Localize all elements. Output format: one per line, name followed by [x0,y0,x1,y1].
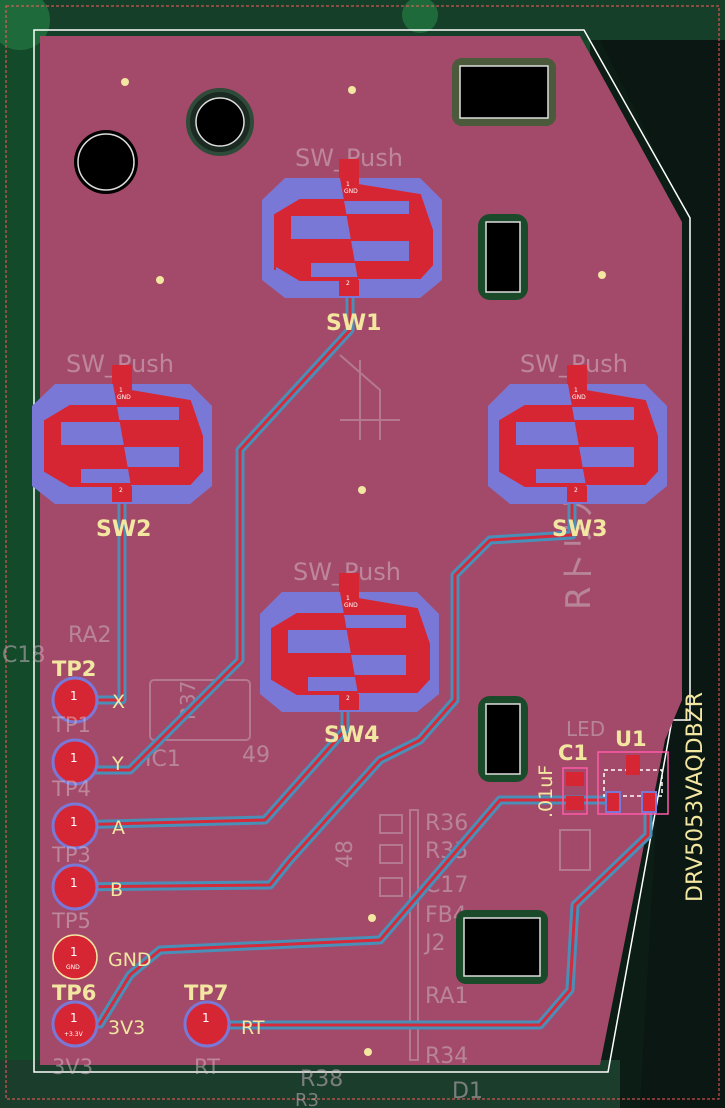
vias [121,78,606,1056]
connector-slots [452,58,556,984]
sw4-pin1-net: GND [344,602,358,609]
switch-sw1[interactable]: SW_Push 1 GND 2 SW1 [262,144,442,336]
sw4-pin2-number: 2 [346,695,350,702]
tp7-net-label: RT [241,1017,265,1039]
sw4-pin1-number: 1 [346,595,350,602]
r3-label: R3 [295,1090,319,1108]
test-point-a[interactable]: 1 A TP3 [51,802,125,867]
tp1-pad-number: 1 [70,751,78,765]
switch-sw4[interactable]: SW_Push 1 GND 2 SW4 [260,558,439,748]
sw3-pin2-number: 2 [574,487,578,494]
ra1-label: RA1 [425,984,468,1009]
sw2-pin2-number: 2 [119,487,123,494]
tp4-net-label: A [112,817,125,839]
u1-value: DRV5053VAQDBZR [683,692,708,902]
tp2-pad-number: 1 [70,689,78,703]
sw1-pin1-number: 1 [346,181,350,188]
tp3-net-label: B [110,879,123,901]
sw2-pin1-number: 1 [119,387,123,394]
tp6-back-label: 3V3 [52,1055,93,1079]
tp6-net-label: 3V3 [108,1017,145,1039]
d1-label: D1 [452,1079,483,1104]
tp6-pad-net: +3.3V [64,1031,84,1038]
sw2-ref: SW2 [96,517,151,542]
j2-label: J2 [423,931,446,956]
r38-label: R38 [300,1067,343,1092]
test-point-rt[interactable]: TP7 1 RT RT [183,981,265,1079]
tp3-pad-number: 1 [70,876,78,890]
u1-ref: U1 [615,727,647,751]
tp7-pad-number: 1 [202,1011,210,1025]
c1-ref: C1 [558,741,588,765]
test-point-b[interactable]: 1 B TP5 [51,863,123,933]
c18-label: C18 [2,643,45,668]
switch-sw2[interactable]: SW_Push 1 GND 2 SW2 [32,350,212,542]
sw2-pin1-net: GND [117,394,131,401]
sw1-ref: SW1 [326,311,381,336]
sw1-pin1-net: GND [344,188,358,195]
n49-label: 49 [242,743,270,768]
led-label: LED [566,717,605,741]
n48-label: 48 [333,840,358,868]
tp7-back-label: RT [194,1055,220,1079]
ra2-label: RA2 [68,623,111,648]
tp5-pad-net: GND [66,964,80,971]
tp5-ghost-ref: TP5 [51,909,91,933]
c1-value: .01uF [535,765,557,818]
test-point-gnd[interactable]: 1 GND GND [52,934,152,980]
sw4-ref: SW4 [324,723,379,748]
tp2-net-label: X [112,691,125,713]
tp3-ghost-ref: TP3 [51,843,91,867]
tp1-ghost-ref: TP1 [51,713,91,737]
tp5-net-label: GND [108,949,152,971]
test-point-3v3[interactable]: TP6 1 +3.3V 3V3 3V3 [51,981,145,1079]
tp6-pad-number: 1 [70,1011,78,1025]
sensor-u1[interactable]: U1 DRV5053VAQDBZR [597,692,708,902]
test-point-y[interactable]: 1 Y TP4 [51,738,124,801]
r34-label: R34 [425,1044,468,1069]
sw3-pin1-net: GND [572,394,586,401]
r36-label: R36 [425,811,468,836]
switch-sw3[interactable]: SW_Push 1 GND 2 SW3 [488,350,667,542]
capacitor-c1[interactable]: C1 .01uF [535,741,588,818]
sw1-pin2-number: 2 [346,280,350,287]
tp4-ghost-ref: TP4 [51,777,91,801]
tp1-net-label: Y [111,753,124,775]
test-point-x[interactable]: TP2 1 X TP1 [51,657,125,737]
sw3-pin1-number: 1 [574,387,578,394]
mounting-holes [74,88,254,194]
sw3-ref: SW3 [552,517,607,542]
traces [65,285,653,1030]
tp5-pad-number: 1 [70,945,78,959]
tp4-pad-number: 1 [70,815,78,829]
board-edge [5,5,720,1100]
